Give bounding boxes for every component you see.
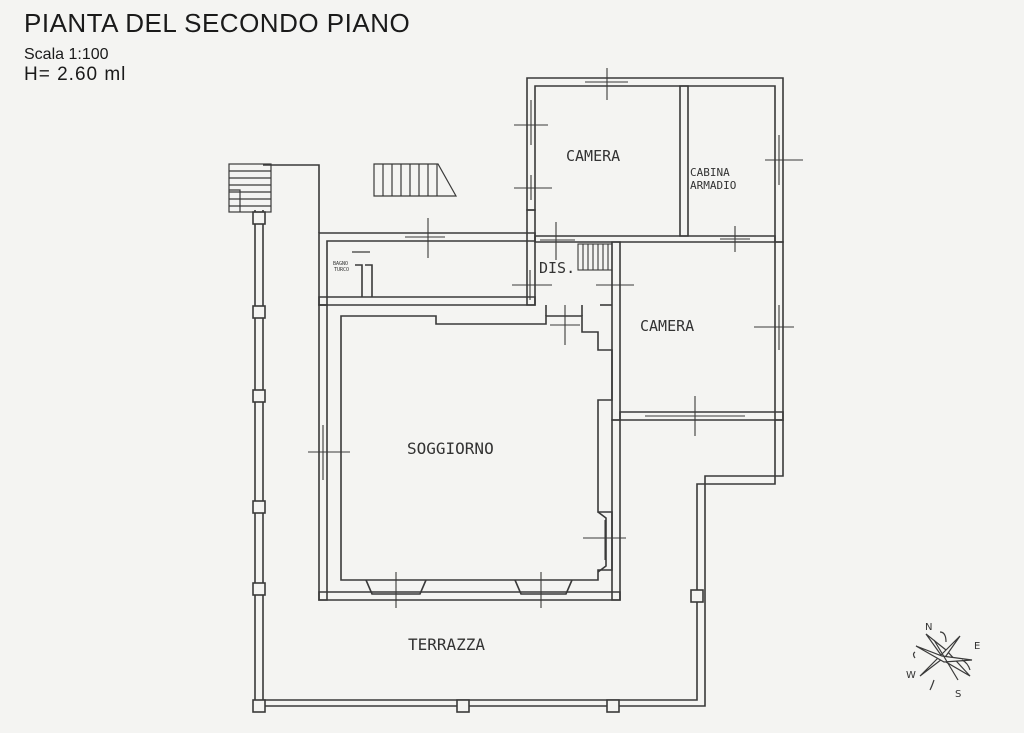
scale-label: Scala 1:100: [24, 46, 109, 63]
label-bagno: BAGNO: [333, 261, 348, 267]
drawing-title: PIANTA DEL SECONDO PIANO: [24, 8, 411, 38]
window-marks: [308, 68, 803, 608]
living-room-walls: [318, 304, 621, 601]
attic-stair: [373, 163, 458, 197]
label-dis: DIS.: [539, 259, 575, 277]
dis-stair: [577, 243, 613, 271]
terrace-outline: [252, 164, 784, 713]
label-camera-right: CAMERA: [640, 317, 694, 335]
label-soggiorno: SOGGIORNO: [407, 439, 494, 458]
label-cabina: CABINA: [690, 166, 730, 179]
right-bedroom-walls: [611, 241, 784, 421]
compass-w: W: [906, 670, 916, 681]
label-camera-top: CAMERA: [566, 147, 620, 165]
label-armadio: ARMADIO: [690, 179, 736, 192]
bay-windows: [365, 511, 607, 595]
compass-n: N: [925, 622, 932, 633]
height-label: H= 2.60 ml: [24, 64, 127, 85]
compass-s: S: [955, 689, 961, 700]
label-terrazza: TERRAZZA: [408, 635, 485, 654]
compass-e: E: [974, 641, 980, 652]
compass-rose-icon: N E S W: [906, 622, 980, 700]
drawing-header: PIANTA DEL SECONDO PIANO Scala 1:100 H= …: [24, 6, 410, 86]
bathroom-walls: [318, 209, 536, 306]
label-turco: TURCO: [334, 267, 349, 273]
external-staircase: [228, 163, 272, 213]
